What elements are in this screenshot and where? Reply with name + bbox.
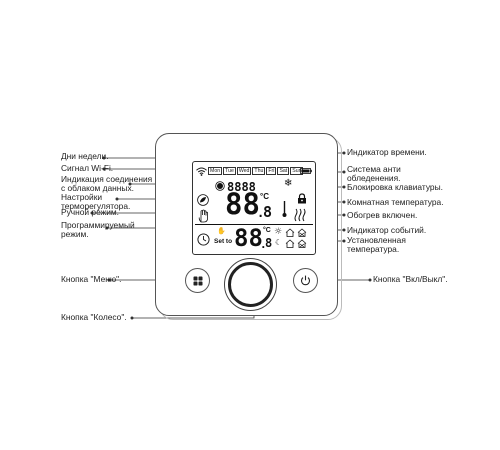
- label-set-temp-line1: Установленная: [347, 235, 406, 245]
- label-keylock: Блокировка клавиатуры.: [347, 182, 443, 192]
- room-temp-frac: 8: [263, 203, 273, 221]
- home-moon-icon: [285, 239, 295, 248]
- leaf-icon: [197, 194, 209, 206]
- day-wed: Wed: [236, 167, 252, 175]
- label-settings-line1: Настройки: [61, 192, 103, 202]
- day-sat: Sat: [277, 167, 290, 175]
- label-events: Индикатор событий.: [347, 225, 427, 235]
- label-weekdays: Дни недели.: [61, 151, 109, 161]
- grid-icon: [193, 276, 202, 285]
- set-temp-decimal-point: .: [260, 238, 267, 251]
- lcd-screen: Mon Tue Wed Thu Fri Sat Sun 8888 ❄ 88 °C…: [192, 161, 316, 255]
- label-wifi: Сигнал Wi-Fi.: [61, 163, 114, 173]
- moon-icon: ☾: [275, 238, 283, 247]
- screen-divider: [195, 224, 313, 225]
- away-home-2-icon: [297, 239, 307, 248]
- lock-icon: [298, 193, 306, 204]
- day-thu: Thu: [252, 167, 266, 175]
- label-cloud-line1: Индикация соединения: [61, 174, 153, 184]
- label-wheel: Кнопка "Колесо".: [61, 312, 127, 322]
- set-temp-int: 88: [234, 224, 263, 252]
- label-heating: Обогрев включен.: [347, 210, 418, 220]
- label-power-button: Кнопка "Вкл/Выкл".: [373, 274, 448, 284]
- label-cloud-line2: с облаком данных.: [61, 183, 134, 193]
- label-time: Индикатор времени.: [347, 147, 427, 157]
- home-icon: [285, 228, 295, 237]
- wheel-inner-ring: [228, 262, 273, 307]
- label-program-line1: Программируемый: [61, 220, 135, 230]
- label-manual: Ручной режим.: [61, 207, 120, 217]
- heat-waves-icon: [294, 208, 306, 222]
- small-hand-icon: ✋: [217, 227, 226, 235]
- set-temp-unit: °C: [263, 227, 271, 234]
- room-temp-unit: °C: [260, 192, 269, 201]
- label-menu-button: Кнопка "Меню".: [61, 274, 122, 284]
- cloud-dot-icon: [215, 181, 225, 191]
- label-settings-line2: терморегулятора.: [61, 201, 131, 211]
- hand-icon: [198, 209, 208, 223]
- room-temp-int: 88: [225, 187, 260, 221]
- weekday-row: Mon Tue Wed Thu Fri Sat Sun: [208, 167, 304, 175]
- clock-icon: [197, 233, 210, 246]
- menu-button[interactable]: [185, 268, 210, 293]
- away-home-icon: [297, 228, 307, 237]
- thermometer-icon: [282, 201, 287, 217]
- day-tue: Tue: [223, 167, 236, 175]
- day-mon: Mon: [208, 167, 223, 175]
- label-antifreeze-line1: Система анти: [347, 164, 401, 174]
- room-temp-decimal-point: .: [257, 206, 265, 220]
- set-temp-frac: 8: [265, 236, 273, 250]
- set-to-label: Set to: [214, 238, 233, 245]
- power-button[interactable]: [293, 268, 318, 293]
- day-fri: Fri: [266, 167, 277, 175]
- label-antifreeze-line2: обледенения.: [347, 173, 401, 183]
- label-set-temp-line2: температура.: [347, 244, 400, 254]
- battery-icon: [300, 168, 312, 174]
- wifi-icon: [196, 167, 207, 176]
- label-program-line2: режим.: [61, 229, 89, 239]
- power-icon: [300, 275, 311, 286]
- wheel-knob[interactable]: [224, 258, 277, 311]
- sun-icon: ☼: [274, 227, 283, 237]
- clock-digits: 8888: [227, 180, 256, 194]
- snowflake-icon: ❄: [284, 178, 293, 189]
- label-room-temp: Комнатная температура.: [347, 197, 444, 207]
